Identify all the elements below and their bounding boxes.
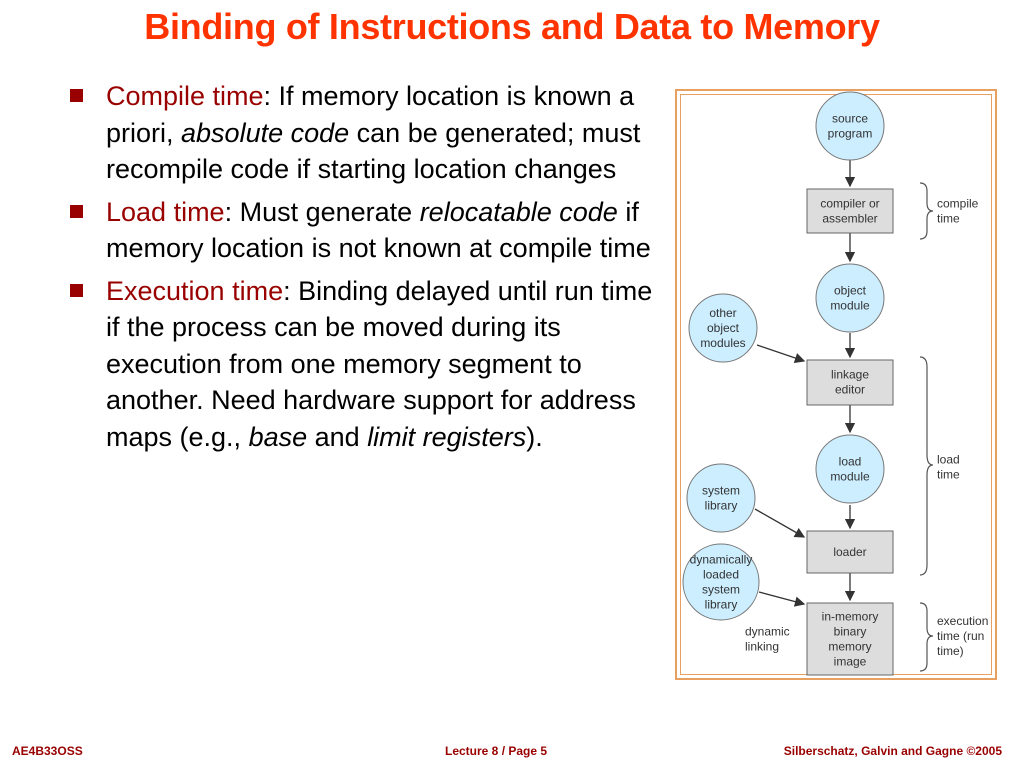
label-dynamic-linking-line: dynamic bbox=[745, 625, 790, 639]
label-system-library-line: library bbox=[705, 499, 738, 513]
label-execution-time-line: time (run bbox=[937, 629, 984, 643]
slide-title: Binding of Instructions and Data to Memo… bbox=[144, 6, 880, 47]
square-bullet-icon bbox=[70, 89, 83, 102]
square-bullet-icon bbox=[70, 283, 83, 297]
label-execution-time-line: execution bbox=[937, 614, 988, 628]
label-execution-time-line: time) bbox=[937, 644, 964, 658]
label-object-module-line: module bbox=[830, 299, 870, 313]
box-compiler-assembler bbox=[806, 188, 894, 234]
brace-execution-time bbox=[919, 602, 934, 672]
square-bullet-icon bbox=[70, 204, 83, 218]
bullet-text: if memory location is not known at compi… bbox=[106, 196, 651, 264]
label-object-module-line: object bbox=[834, 284, 867, 298]
bullet-list: Compile time: If memory location is know… bbox=[70, 78, 660, 461]
bullet-item: Compile time: If memory location is know… bbox=[70, 78, 660, 188]
box-loader bbox=[806, 530, 894, 574]
bullet-item: Load time: Must generate relocatable cod… bbox=[70, 194, 660, 267]
box-in-memory-image bbox=[806, 602, 894, 676]
label-compiler-assembler-line: compiler or bbox=[820, 197, 879, 211]
label-compile-time-line: compile bbox=[937, 197, 979, 211]
bullet-term: Compile time bbox=[106, 81, 264, 111]
bullet-text: base bbox=[248, 421, 308, 452]
bullet-text: can be generated; must recompile code if… bbox=[106, 117, 641, 185]
bullet-text: : If memory location is known a priori, bbox=[106, 81, 635, 148]
box-linkage-editor bbox=[806, 359, 894, 406]
label-compiler-assembler-line: assembler bbox=[822, 212, 877, 226]
label-in-memory-image-line: image bbox=[834, 655, 867, 669]
label-linkage-editor-line: editor bbox=[835, 383, 865, 397]
label-system-library-line: system bbox=[702, 484, 740, 498]
bullet-text: and bbox=[307, 421, 368, 452]
label-in-memory-image-line: binary bbox=[834, 625, 867, 639]
label-load-module-line: module bbox=[830, 470, 870, 484]
label-source-program-line: source bbox=[832, 112, 868, 126]
arrow-dynamic-to-memory bbox=[758, 591, 806, 607]
circle-system-library bbox=[686, 463, 756, 533]
bullet-text: limit registers bbox=[367, 421, 527, 452]
circle-object-module bbox=[815, 263, 885, 333]
bullet-text: : Must generate bbox=[224, 196, 420, 227]
label-load-time-line: time bbox=[937, 468, 960, 482]
label-source-program-line: program bbox=[828, 127, 873, 141]
label-dynamically-loaded-library-line: dynamically bbox=[690, 553, 753, 567]
label-other-object-modules-line: object bbox=[707, 321, 740, 335]
label-in-memory-image-line: in-memory bbox=[822, 610, 879, 624]
footer-course-code: AE4B33OSS bbox=[12, 744, 83, 758]
bullet-text: : Binding delayed until run time if the … bbox=[106, 275, 653, 452]
circle-other-object-modules bbox=[688, 293, 758, 363]
footer-copyright: Silberschatz, Galvin and Gagne ©2005 bbox=[783, 744, 1002, 758]
circle-dynamically-loaded-library bbox=[682, 543, 760, 621]
arrow-system-to-loader bbox=[754, 508, 806, 538]
bullet-term: Load time bbox=[106, 196, 225, 227]
bullet-item: Execution time: Binding delayed until ru… bbox=[70, 273, 660, 456]
label-load-time-line: load bbox=[937, 453, 960, 467]
brace-compile-time bbox=[919, 182, 934, 240]
label-linkage-editor-line: linkage bbox=[831, 368, 869, 382]
footer-page-number: Lecture 8 / Page 5 bbox=[445, 744, 548, 758]
label-dynamically-loaded-library-line: loaded bbox=[703, 568, 739, 582]
circle-load-module bbox=[815, 434, 885, 504]
label-in-memory-image-line: memory bbox=[828, 640, 871, 654]
label-loader-line: loader bbox=[833, 545, 866, 559]
label-dynamic-linking-line: linking bbox=[745, 640, 779, 654]
label-loader: loader bbox=[833, 545, 866, 559]
label-dynamically-loaded-library-line: system bbox=[702, 583, 740, 597]
arrow-other-to-linkage bbox=[756, 344, 806, 363]
label-other-object-modules-line: modules bbox=[700, 336, 745, 350]
brace-load-time bbox=[919, 356, 934, 576]
label-load-module-line: load bbox=[839, 455, 862, 469]
bullet-term: Execution time bbox=[106, 275, 284, 306]
bullet-text: relocatable code bbox=[419, 196, 618, 227]
circle-source-program bbox=[815, 91, 885, 161]
label-compile-time-line: time bbox=[937, 212, 960, 226]
bullet-text: ). bbox=[526, 421, 543, 452]
label-dynamically-loaded-library-line: library bbox=[705, 598, 738, 612]
label-other-object-modules-line: other bbox=[709, 306, 736, 320]
bullet-text: absolute code bbox=[181, 117, 350, 148]
